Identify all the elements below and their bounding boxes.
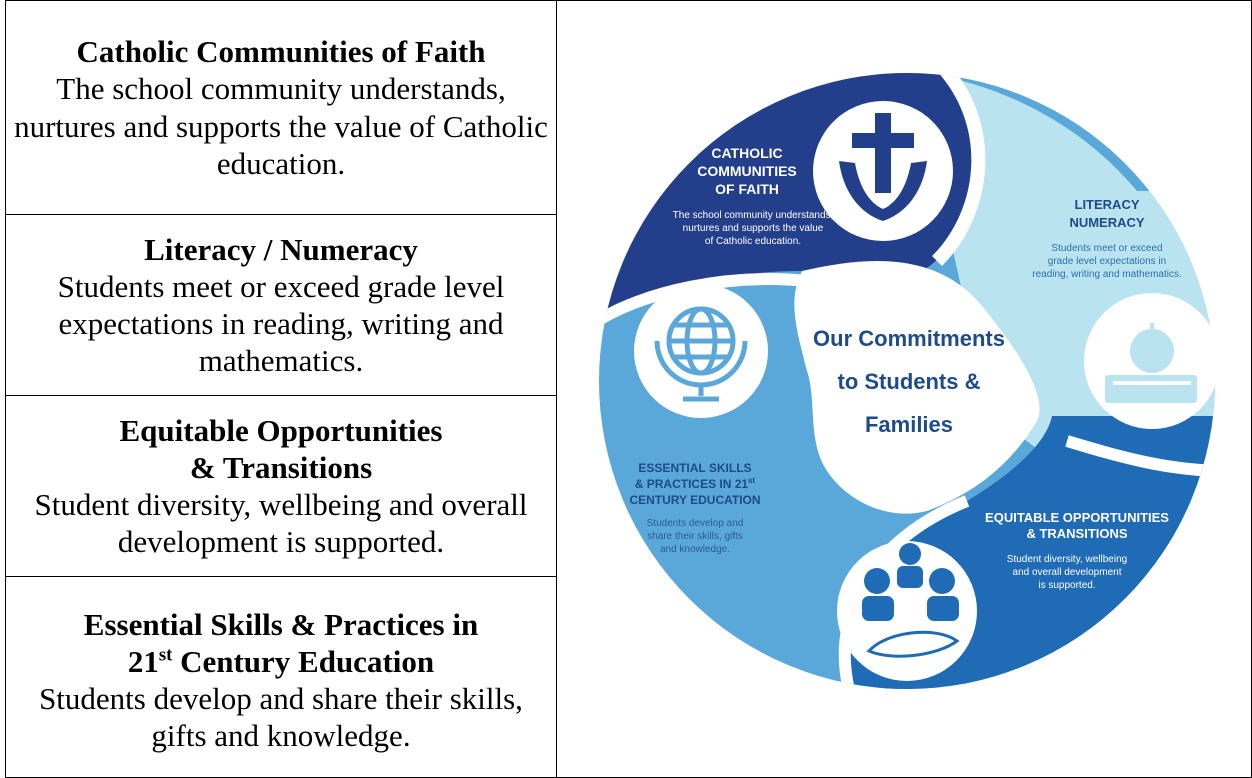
descriptions-column: Catholic Communities of Faith The school… <box>5 0 557 778</box>
equitable-desc-3: is supported. <box>1038 580 1095 591</box>
cross-hands-icon <box>839 113 927 221</box>
section-title-line1: Essential Skills & Practices in <box>83 606 479 642</box>
faith-title-3: OF FAITH <box>715 181 779 197</box>
literacy-title-1: LITERACY <box>1075 197 1140 212</box>
apple-book-icon <box>1105 323 1197 403</box>
faith-desc-3: of Catholic education. <box>705 236 801 247</box>
title-superscript: st <box>158 644 173 666</box>
equitable-title-1: EQUITABLE OPPORTUNITIES <box>985 510 1169 525</box>
literacy-desc-2: grade level expectations in <box>1048 256 1166 267</box>
essential-icon-circle <box>634 284 768 418</box>
section-title-line2: 21st Century Education <box>14 643 548 680</box>
essential-title-2-text: & PRACTICES IN 21 <box>635 477 749 491</box>
literacy-desc-3: reading, writing and mathematics. <box>1032 269 1182 280</box>
center-area <box>794 260 1040 514</box>
section-description: Student diversity, wellbeing and overall… <box>34 487 528 560</box>
equitable-title-2: & TRANSITIONS <box>1026 526 1127 541</box>
section-description: Students develop and share their skills,… <box>39 681 523 754</box>
essential-title-1: ESSENTIAL SKILLS <box>638 461 751 475</box>
commitments-table: Catholic Communities of Faith The school… <box>5 0 1252 778</box>
essential-title-sup: st <box>748 476 755 485</box>
wheel-column: Our Commitments to Students & Families C… <box>556 0 1252 778</box>
equitable-desc-2: and overall development <box>1013 567 1122 578</box>
center-line-2: to Students & <box>838 369 981 394</box>
section-description: The school community understands, nurtur… <box>14 71 548 181</box>
section-description: Students meet or exceed grade level expe… <box>57 268 505 379</box>
center-line-1: Our Commitments <box>813 326 1005 351</box>
section-title-line1: Equitable Opportunities <box>119 412 443 448</box>
center-line-3: Families <box>865 412 953 437</box>
essential-desc-3: and knowledge. <box>660 544 730 555</box>
faith-desc-1: The school community understands, <box>673 210 834 221</box>
title-rest: Century Education <box>172 643 435 679</box>
faith-title-2: COMMUNITIES <box>697 163 797 179</box>
section-title: Literacy / Numeracy <box>144 231 418 267</box>
literacy-desc-1: Students meet or exceed <box>1051 243 1162 254</box>
essential-desc-2: share their skills, gifts <box>647 531 743 542</box>
equitable-desc-1: Student diversity, wellbeing <box>1007 554 1127 565</box>
section-title-line2: & Transitions <box>189 449 373 485</box>
faith-desc-2: nurtures and supports the value <box>683 223 824 234</box>
section-essential: Essential Skills & Practices in 21st Cen… <box>6 576 556 777</box>
faith-title-1: CATHOLIC <box>711 145 782 161</box>
essential-title-3: CENTURY EDUCATION <box>629 493 760 507</box>
section-equitable: Equitable Opportunities & Transitions St… <box>6 395 556 576</box>
section-literacy: Literacy / Numeracy Students meet or exc… <box>6 214 556 395</box>
essential-title-2: & PRACTICES IN 21st <box>635 476 756 491</box>
divider-top <box>931 73 986 266</box>
globe-icon <box>654 306 748 402</box>
commitments-wheel: Our Commitments to Students & Families C… <box>599 73 1220 689</box>
section-title: Catholic Communities of Faith <box>76 34 486 70</box>
essential-desc-1: Students develop and <box>647 518 744 529</box>
title-number: 21 <box>127 643 159 679</box>
section-faith: Catholic Communities of Faith The school… <box>6 1 556 214</box>
people-feather-icon <box>862 543 960 658</box>
literacy-title-2: NUMERACY <box>1069 215 1144 230</box>
